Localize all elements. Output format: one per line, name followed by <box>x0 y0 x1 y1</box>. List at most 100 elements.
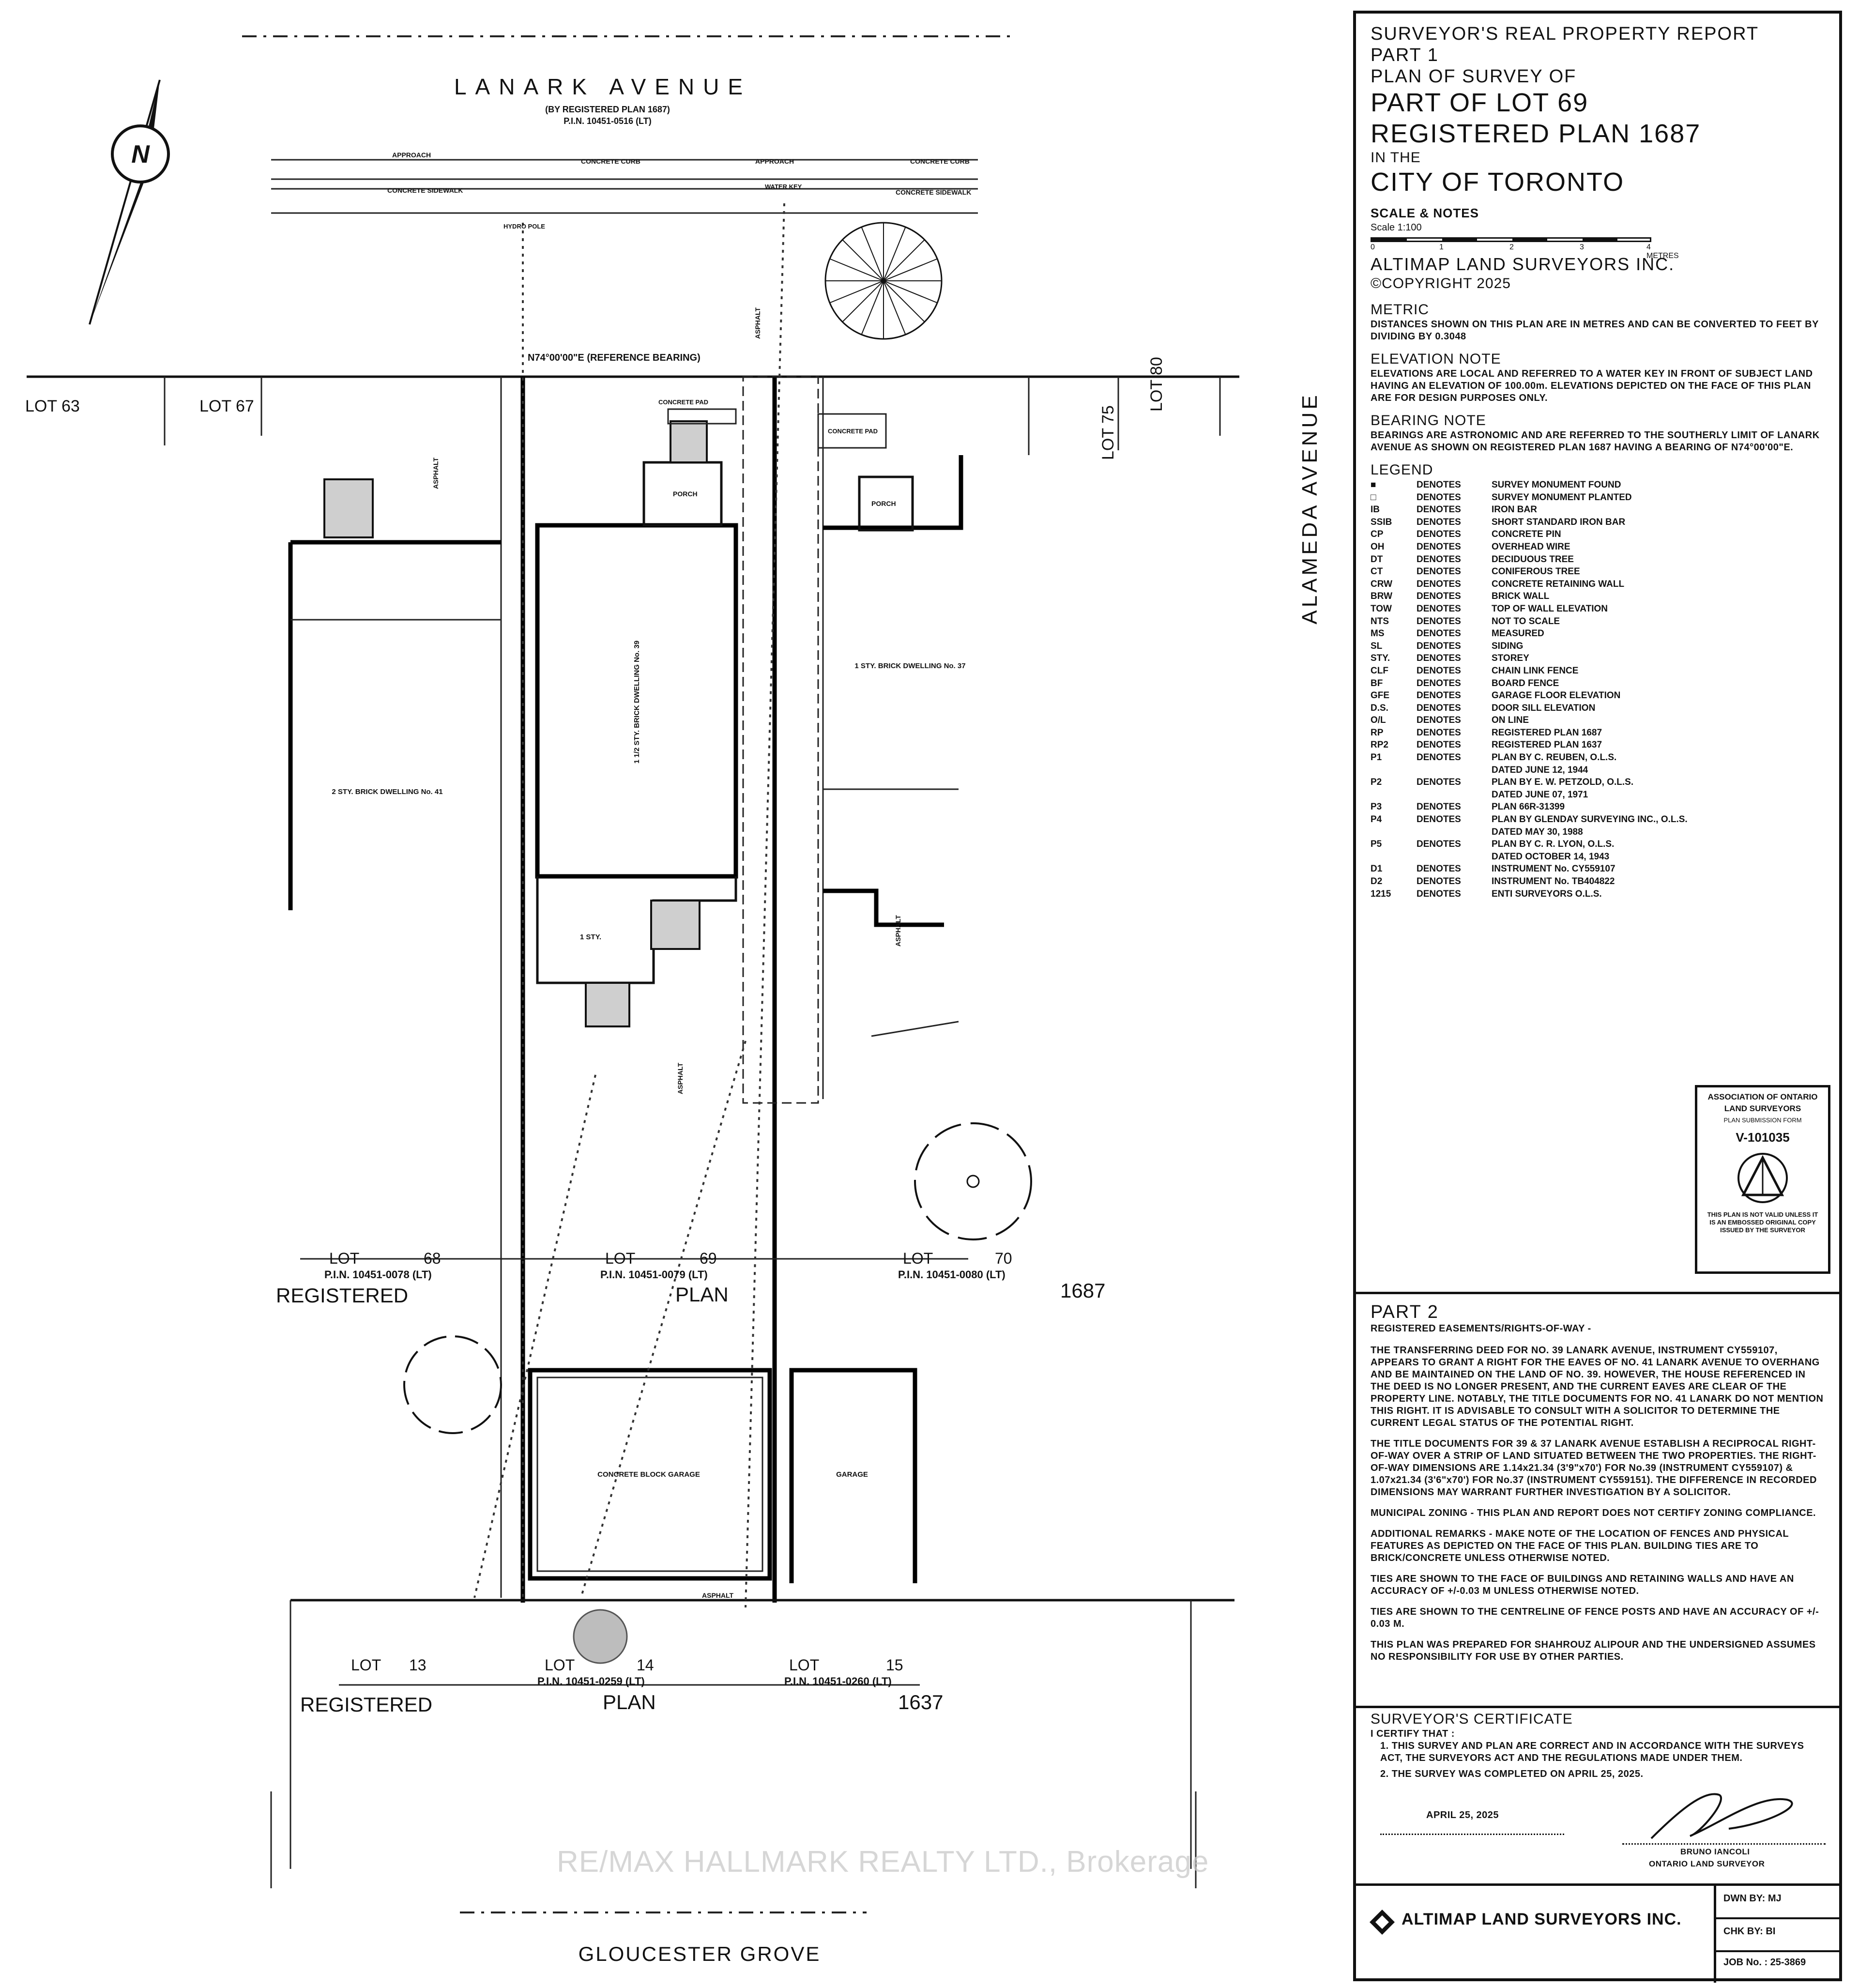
label-lot-15-number: 15 <box>886 1656 903 1674</box>
label-lot-69-number: 69 <box>700 1250 717 1267</box>
signature-area: APRIL 25, 2025 BRUNO IANCOLI ONTARIO LAN… <box>1371 1780 1826 1877</box>
label-plan-number: 1687 <box>1060 1279 1105 1302</box>
legend-meaning: INSTRUMENT No. TB404822 <box>1492 876 1615 887</box>
legend-symbol: P3 <box>1371 802 1382 812</box>
legend-denotes: DENOTES <box>1417 529 1461 540</box>
in-the-label: IN THE <box>1371 150 1421 166</box>
oals-line-2: LAND SURVEYORS <box>1724 1104 1801 1113</box>
legend-denotes: DENOTES <box>1417 480 1461 490</box>
legend-meaning: SURVEY MONUMENT PLANTED <box>1492 492 1632 503</box>
label-east-dwelling: 1 STY. BRICK DWELLING No. 37 <box>854 662 965 670</box>
part-2-paragraph: MUNICIPAL ZONING - THIS PLAN AND REPORT … <box>1371 1508 1816 1518</box>
label-lot-14-number: 14 <box>637 1656 654 1674</box>
altimap-logo-icon <box>1370 1910 1395 1935</box>
legend-title: LEGEND <box>1371 462 1433 478</box>
copyright: ©COPYRIGHT 2025 <box>1371 275 1511 291</box>
label-registered: REGISTERED <box>276 1284 408 1307</box>
legend-symbol <box>1371 764 1417 777</box>
north-arrow-icon <box>89 79 170 325</box>
label-lot-68-number: 68 <box>424 1250 441 1267</box>
legend-row: DATED JUNE 07, 1971 <box>1371 789 1825 801</box>
legend-denotes: DENOTES <box>1417 579 1461 589</box>
legend-row: DATED OCTOBER 14, 1943 <box>1371 851 1825 863</box>
label-main-dwelling: 1 1/2 STY. BRICK DWELLING No. 39 <box>633 641 641 764</box>
surveyor-certificate: SURVEYOR'S CERTIFICATE I CERTIFY THAT : … <box>1356 1711 1839 1877</box>
certificate-intro: I CERTIFY THAT : <box>1371 1728 1455 1739</box>
scale-label: Scale 1:100 <box>1371 222 1422 233</box>
legend-denotes: DENOTES <box>1417 591 1461 602</box>
legend-meaning: CONCRETE RETAINING WALL <box>1492 579 1625 589</box>
label-hydro-pole: HYDRO POLE <box>503 223 545 230</box>
certificate-item: 1. THIS SURVEY AND PLAN ARE CORRECT AND … <box>1380 1741 1804 1763</box>
legend-denotes: DENOTES <box>1417 492 1461 503</box>
legend-row: DATED MAY 30, 1988 <box>1371 826 1825 839</box>
scale-tick: 1 <box>1439 243 1444 251</box>
label-west-dwelling: 2 STY. BRICK DWELLING No. 41 <box>332 788 442 796</box>
label-east-garage: GARAGE <box>836 1470 868 1479</box>
deciduous-tree-icon <box>914 1122 1032 1240</box>
legend-denotes: DENOTES <box>1417 517 1461 527</box>
legend-denotes: DENOTES <box>1417 864 1461 874</box>
legend-symbol: RP2 <box>1371 740 1388 750</box>
legend-symbol: MS <box>1371 628 1385 639</box>
legend-symbol: DT <box>1371 554 1383 565</box>
legend-denotes: DENOTES <box>1417 802 1461 812</box>
firm-name: ALTIMAP LAND SURVEYORS INC. <box>1371 254 1675 274</box>
legend-meaning: OVERHEAD WIRE <box>1492 541 1570 552</box>
legend-meaning: BRICK WALL <box>1492 591 1550 602</box>
scale-notes-label: SCALE & NOTES <box>1371 206 1479 220</box>
legend-symbol: ■ <box>1371 480 1376 490</box>
label-asphalt: ASPHALT <box>754 307 762 339</box>
street-name-north: LANARK AVENUE <box>454 74 751 99</box>
legend-denotes: DENOTES <box>1417 814 1461 825</box>
legend-meaning: GARAGE FLOOR ELEVATION <box>1492 690 1621 701</box>
legend-symbol <box>1371 789 1417 801</box>
legend-meaning: IRON BAR <box>1492 505 1537 515</box>
legend-symbol: BRW <box>1371 591 1393 602</box>
brokerage-watermark: RE/MAX HALLMARK REALTY LTD., Brokerage <box>557 1845 1209 1879</box>
legend-meaning: DATED JUNE 07, 1971 <box>1492 789 1588 800</box>
survey-plan-drawing: N LANARK AVENUE (BY REGISTERED PLAN 1687… <box>25 35 1322 1965</box>
legend-symbol: CT <box>1371 566 1383 577</box>
legend-denotes: DENOTES <box>1417 603 1461 614</box>
legend-denotes: DENOTES <box>1417 616 1461 627</box>
label-pin-14: P.I.N. 10451-0259 (LT) <box>537 1675 645 1687</box>
legend-symbol: OH <box>1371 541 1385 552</box>
legend-meaning: PLAN 66R-31399 <box>1492 802 1565 812</box>
legend-symbol: 1215 <box>1371 888 1391 899</box>
plan-of-survey-label: PLAN OF SURVEY OF <box>1371 66 1577 87</box>
part-2-paragraph: THE TITLE DOCUMENTS FOR 39 & 37 LANARK A… <box>1371 1438 1817 1498</box>
legend-meaning: REGISTERED PLAN 1637 <box>1492 740 1602 750</box>
legend-symbol: NTS <box>1371 616 1389 627</box>
label-lot-80: LOT 80 <box>1147 357 1166 412</box>
label-lot-14: LOT <box>545 1656 575 1674</box>
legend-meaning: MEASURED <box>1492 628 1544 639</box>
legend-symbol: GFE <box>1371 690 1390 701</box>
label-shed: 1 STY. <box>580 933 601 941</box>
label-lot-63: LOT 63 <box>25 397 80 415</box>
legend-symbol: TOW <box>1371 603 1392 614</box>
legend-denotes: DENOTES <box>1417 641 1461 651</box>
legend-denotes: DENOTES <box>1417 839 1461 850</box>
legend-meaning: STOREY <box>1492 653 1529 664</box>
legend-denotes: DENOTES <box>1417 541 1461 552</box>
oals-stamp: ASSOCIATION OF ONTARIO LAND SURVEYORS PL… <box>1695 1085 1830 1274</box>
legend-denotes: DENOTES <box>1417 628 1461 639</box>
legend-meaning: PLAN BY C. REUBEN, O.L.S. <box>1492 752 1617 763</box>
bearing-note-text: BEARINGS ARE ASTRONOMIC AND ARE REFERRED… <box>1371 430 1820 453</box>
legend-denotes: DENOTES <box>1417 678 1461 688</box>
label-lot-70-number: 70 <box>995 1250 1012 1267</box>
part-of-lot-title: PART OF LOT 69 <box>1371 88 1589 117</box>
elevation-note-text: ELEVATIONS ARE LOCAL AND REFERRED TO A W… <box>1371 368 1813 403</box>
legend-symbol <box>1371 826 1417 839</box>
north-arrow-letter: N <box>131 140 150 168</box>
legend-symbol: SSIB <box>1371 517 1392 527</box>
part-2-paragraph: THE TRANSFERRING DEED FOR NO. 39 LANARK … <box>1371 1345 1824 1428</box>
street-north-pin: P.I.N. 10451-0516 (LT) <box>564 116 651 126</box>
legend-symbol: SL <box>1371 641 1383 651</box>
